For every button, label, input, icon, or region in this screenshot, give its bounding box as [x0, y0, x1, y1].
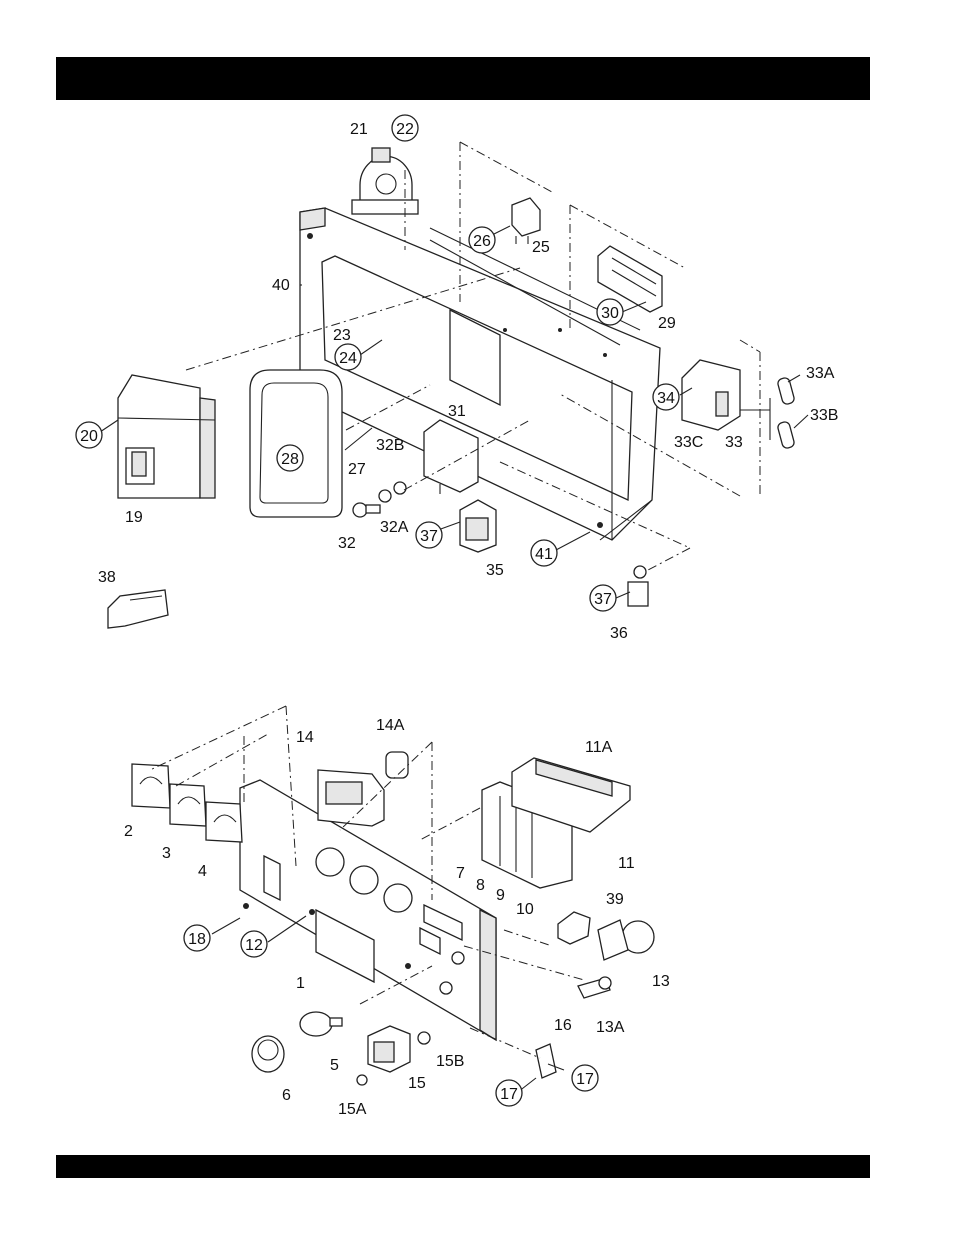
label-1: 1 [296, 975, 305, 992]
label-23: 23 [333, 327, 351, 344]
svg-text:17: 17 [500, 1086, 518, 1103]
ignition-key [578, 977, 611, 998]
label-15A: 15A [338, 1101, 367, 1118]
svg-text:37: 37 [420, 528, 438, 545]
label-13A: 13A [596, 1019, 625, 1036]
label-14: 14 [296, 729, 314, 746]
svg-text:28: 28 [281, 451, 299, 468]
label-2: 2 [124, 823, 133, 840]
callout-24: 24 [335, 344, 361, 370]
callout-12: 12 [241, 931, 267, 957]
key-switch [628, 566, 648, 606]
label-8: 8 [476, 877, 485, 894]
ignition-switch [598, 920, 654, 960]
label-15: 15 [408, 1075, 426, 1092]
label-36: 36 [610, 625, 628, 642]
current-transformer [352, 148, 418, 214]
label-4: 4 [198, 863, 207, 880]
svg-text:17: 17 [576, 1071, 594, 1088]
callout-30: 30 [597, 299, 623, 325]
frame-cover [250, 370, 342, 517]
label-11: 11 [618, 855, 635, 872]
label-11A: 11A [585, 739, 613, 756]
svg-text:22: 22 [396, 121, 414, 138]
label-32B: 32B [376, 437, 404, 454]
label-33B: 33B [810, 407, 838, 424]
upper-assembly: 22 26 30 24 34 20 28 37 41 37 21 25 29 4… [76, 115, 838, 642]
diode-rectifier [460, 500, 496, 552]
label-19: 19 [125, 509, 143, 526]
svg-text:26: 26 [473, 233, 491, 250]
rheostat-knob [252, 1036, 284, 1072]
svg-text:37: 37 [594, 591, 612, 608]
callout-34: 34 [653, 384, 679, 410]
callout-37b: 37 [590, 585, 616, 611]
svg-text:34: 34 [657, 390, 675, 407]
screw-and-washers [353, 482, 406, 517]
toggle-switch [558, 912, 590, 944]
svg-text:12: 12 [245, 937, 263, 954]
label-16: 16 [554, 1017, 572, 1034]
label-40: 40 [272, 277, 290, 294]
svg-text:30: 30 [601, 305, 619, 322]
callout-17b: 17 [496, 1080, 522, 1106]
label-5: 5 [330, 1057, 339, 1074]
svg-text:18: 18 [188, 931, 206, 948]
label-10: 10 [516, 901, 534, 918]
rheostat [300, 1012, 342, 1036]
callout-41: 41 [531, 540, 557, 566]
callout-20: 20 [76, 422, 102, 448]
svg-text:41: 41 [535, 546, 553, 563]
relay [512, 198, 540, 244]
label-33C: 33C [674, 434, 703, 451]
callout-18: 18 [184, 925, 210, 951]
label-27: 27 [348, 461, 366, 478]
label-6: 6 [282, 1087, 291, 1104]
label-14A: 14A [376, 717, 405, 734]
fuse-holder [682, 360, 740, 430]
label-7: 7 [456, 865, 465, 882]
callout-22: 22 [392, 115, 418, 141]
label-29: 29 [658, 315, 676, 332]
label-39: 39 [606, 891, 624, 908]
svg-text:20: 20 [80, 428, 98, 445]
lower-assembly: 18 12 17 17 14A 14 11A 11 2 3 4 7 8 9 10… [124, 706, 670, 1118]
label-21: 21 [350, 121, 368, 138]
callout-26: 26 [469, 227, 495, 253]
label-33A: 33A [806, 365, 835, 382]
label-38: 38 [98, 569, 116, 586]
fuses [777, 377, 795, 449]
label-32: 32 [338, 535, 356, 552]
label-35: 35 [486, 562, 504, 579]
label-9: 9 [496, 887, 505, 904]
label-25: 25 [532, 239, 550, 256]
label-15B: 15B [436, 1053, 464, 1070]
main-circuit-breaker [118, 375, 215, 498]
label-31: 31 [448, 403, 466, 420]
callout-37a: 37 [416, 522, 442, 548]
callout-17a: 17 [572, 1065, 598, 1091]
svg-text:24: 24 [339, 350, 357, 367]
label-3: 3 [162, 845, 171, 862]
callout-28: 28 [277, 445, 303, 471]
label-32A: 32A [380, 519, 409, 536]
label-13: 13 [652, 973, 670, 990]
label-33: 33 [725, 434, 743, 451]
panel-meters [132, 764, 242, 842]
hour-meter [318, 752, 408, 826]
connector-plug [108, 590, 168, 628]
clamp-bracket [536, 1044, 556, 1078]
